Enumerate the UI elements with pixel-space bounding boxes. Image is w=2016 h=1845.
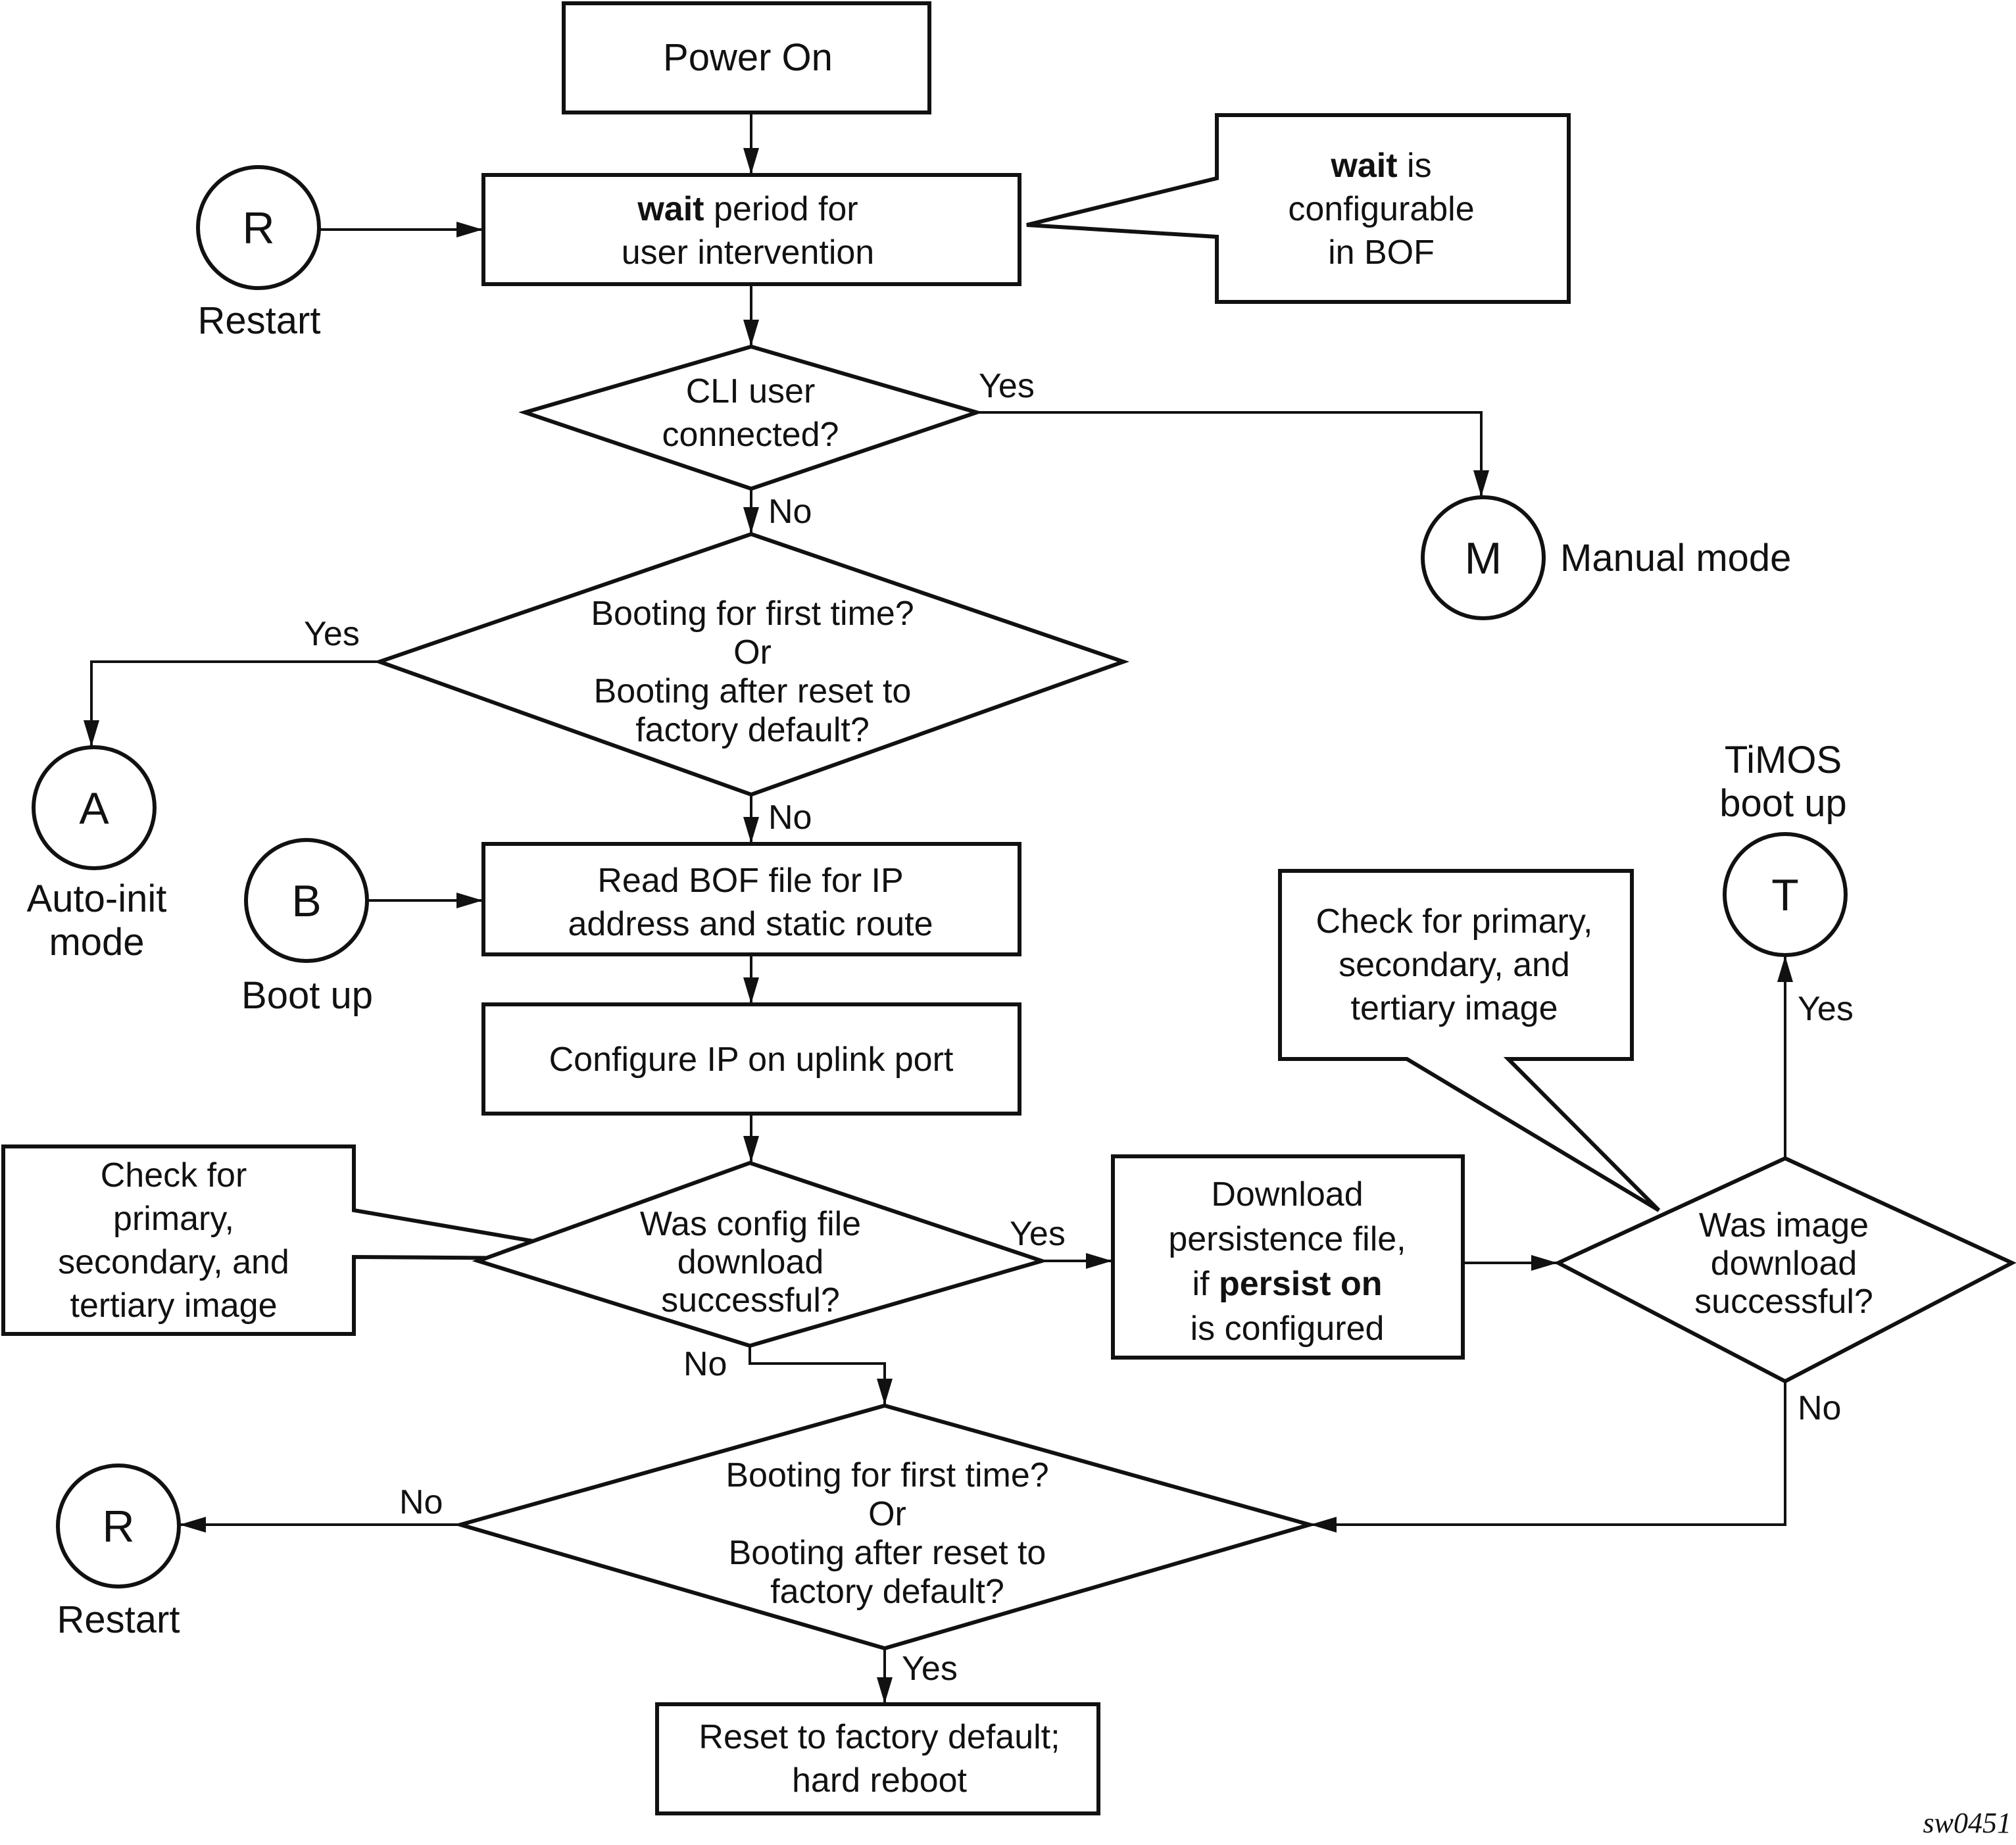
edge-label-cli-no-line-1: No [768,493,812,531]
edge-label-first2-no-line-1: No [399,1483,443,1521]
cli-decision-label-line-2: connected? [662,416,839,454]
wait-note-label-seg-1-1: wait [1330,147,1397,185]
autoinit-connector [32,745,157,870]
autoinit-caption-line-1: Auto-init [27,877,167,920]
wait-box-label-seg-1-2: period for [704,190,858,228]
timos-caption-line-2: boot up [1719,782,1847,825]
reset-label-line-2: hard reboot [792,1761,968,1800]
figure-id: sw0451 [1923,1807,2011,1839]
download-persistence-box [1111,1154,1465,1360]
wait-note-label-line-2: configurable [1288,190,1474,228]
image-note-callout [1278,869,1661,1212]
edge-label-image-no-line-1: No [1798,1389,1841,1427]
power-on-box [562,1,931,114]
config-decision-label-line-2: download [677,1243,824,1281]
wait-note-label-seg-2-1: configurable [1288,190,1474,228]
timos-connector [1723,832,1848,957]
first-boot-2-label-line-2: Or [868,1495,906,1533]
restart-top-caption-line-1: Restart [198,299,321,342]
download-label-seg-2-1: persistence file, [1168,1220,1406,1258]
first-boot-2-label-line-4: factory default? [770,1573,1004,1611]
wait-box-label-line-1: wait period for [637,190,858,228]
download-label-line-3: if persist on [1192,1265,1383,1303]
wait-box-label-seg-1-1: wait [637,190,704,228]
cli-decision-label-line-1: CLI user [686,372,816,410]
download-label-line-2: persistence file, [1168,1220,1406,1258]
wait-box-label-seg-2-1: user intervention [622,234,874,272]
restart-top-letter-line-1: R [242,203,274,253]
configure-ip-label-line-1: Configure IP on uplink port [549,1041,954,1079]
first-boot-1-label-line-2: Or [733,633,772,672]
reset-label-line-1: Reset to factory default; [699,1718,1060,1756]
bootup-letter-line-1: B [291,876,321,926]
config-note-label-line-2: primary, [113,1200,234,1238]
edges [84,112,1793,1704]
edge-config-no-first2 [749,1346,893,1405]
image-decision-label-line-3: successful? [1694,1283,1873,1321]
config-note-label-line-4: tertiary image [70,1287,278,1325]
edge-label-config-no-line-1: No [683,1345,727,1383]
image-decision-label-line-2: download [1711,1244,1857,1283]
download-label-seg-1-1: Download [1211,1175,1363,1214]
edge-label-config-yes-line-1: Yes [1010,1215,1066,1253]
edge-label-first2-yes-line-1: Yes [902,1650,958,1688]
edge-first1-yes-autoinit [84,660,380,747]
configure-ip-box [481,1002,1021,1116]
restart-bottom-connector [56,1464,181,1588]
autoinit-caption-line-2: mode [49,921,144,964]
restart-bottom-caption-line-1: Restart [57,1598,180,1641]
reset-factory-box [655,1702,1100,1815]
timos-letter-line-1: T [1771,870,1799,920]
first-boot-2-label-line-1: Booting for first time? [725,1456,1048,1494]
download-label-seg-3-1: if [1192,1265,1219,1303]
download-label-line-1: Download [1211,1175,1363,1214]
manual-caption-line-1: Manual mode [1560,537,1791,579]
image-note-label-line-3: tertiary image [1351,989,1558,1027]
edge-label-image-yes-line-1: Yes [1798,990,1854,1028]
image-note-label-line-1: Check for primary, [1316,902,1593,941]
download-label-seg-4-1: is configured [1191,1310,1385,1348]
edge-label-first1-no-line-1: No [768,799,812,837]
wait-note-label-line-1: wait is [1330,147,1431,185]
bootup-caption-line-1: Boot up [241,974,373,1017]
read-bof-box [481,842,1021,956]
download-label-seg-3-2: persist on [1219,1265,1383,1303]
edge-label-cli-yes-line-1: Yes [979,367,1035,405]
autoinit-letter-line-1: A [79,783,109,833]
download-label-line-4: is configured [1191,1310,1385,1348]
edge-image-no-first2 [1310,1381,1786,1533]
edge-cli-yes-manual [977,411,1489,497]
edge-label-first1-yes-line-1: Yes [304,615,360,653]
timos-caption-line-1: TiMOS [1725,739,1842,781]
wait-note-label-seg-1-2: is [1398,147,1432,185]
image-note-label-line-2: secondary, and [1339,946,1570,984]
wait-period-box [481,173,1021,286]
config-decision-label-line-1: Was config file [640,1205,861,1243]
image-decision-label-line-1: Was image [1699,1206,1869,1244]
first-boot-1-label-line-3: Booting after reset to [594,672,912,710]
read-bof-label-line-2: address and static route [568,905,933,943]
wait-note-label-seg-3-1: in BOF [1328,234,1435,272]
first-boot-1-label-line-4: factory default? [635,711,870,749]
wait-note-label-line-3: in BOF [1328,234,1435,272]
power-on-label-line-1: Power On [663,36,833,79]
wait-box-label-line-2: user intervention [622,234,874,272]
restart-top-connector [196,165,321,290]
config-decision-label-line-3: successful? [661,1281,840,1319]
config-note-label-line-3: secondary, and [58,1243,289,1281]
read-bof-label-line-1: Read BOF file for IP [597,862,903,900]
manual-letter-line-1: M [1465,533,1502,583]
manual-mode-connector [1421,495,1546,620]
config-note-label-line-1: Check for [101,1156,247,1194]
restart-bottom-letter-line-1: R [102,1502,134,1552]
wait-note-callout [1026,113,1571,304]
first-boot-2-label-line-3: Booting after reset to [729,1534,1046,1572]
first-boot-1-label-line-1: Booting for first time? [591,595,914,633]
labels: Power On wait period for user intervention… [27,36,1873,1800]
